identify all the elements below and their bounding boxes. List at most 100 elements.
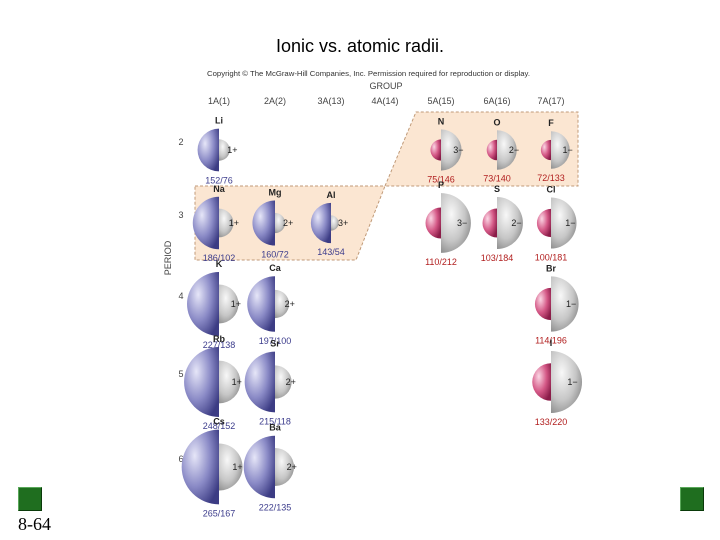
element-cells: Li1+152/76N3−75/146O2−73/140F1−72/133Na1…: [181, 116, 583, 518]
group-header: 4A(14): [371, 96, 398, 106]
atom-half: [247, 276, 275, 332]
atom-half: [430, 139, 441, 161]
element-symbol: Li: [215, 116, 223, 126]
element-ca: Ca2+197/100: [247, 263, 295, 346]
ion-charge: 1+: [232, 462, 242, 472]
element-f: F1−72/133: [537, 118, 573, 183]
highlight-band: [194, 111, 579, 261]
ion-half: [275, 447, 295, 487]
group-label: GROUP: [369, 81, 402, 91]
element-symbol: Sr: [270, 339, 280, 349]
ion-charge: 2−: [509, 145, 519, 155]
element-symbol: S: [494, 184, 500, 194]
radii-label: 72/133: [537, 173, 565, 183]
element-symbol: K: [216, 259, 223, 269]
period-number: 3: [178, 210, 183, 220]
atom-half: [486, 139, 497, 161]
ion-charge: 1+: [232, 377, 242, 387]
ion-charge: 2+: [285, 299, 295, 309]
ion-half: [497, 197, 523, 249]
element-ba: Ba2+222/135: [243, 423, 297, 512]
ion-half: [219, 208, 234, 238]
atom-half: [425, 207, 441, 239]
ion-half: [551, 197, 577, 249]
ion-charge: 1−: [567, 377, 577, 387]
element-symbol: Rb: [213, 334, 225, 344]
ion-half: [551, 276, 579, 332]
slide-title: Ionic vs. atomic radii.: [275, 36, 445, 56]
radii-label: 152/76: [205, 175, 233, 185]
next-slide-button[interactable]: [680, 487, 704, 511]
group-header: 7A(17): [537, 96, 564, 106]
ion-charge: 3−: [457, 218, 467, 228]
period-label: PERIOD: [163, 240, 173, 275]
element-symbol: Ba: [269, 423, 281, 433]
element-br: Br1−114/196: [534, 263, 579, 346]
radii-label: 143/54: [317, 247, 345, 257]
ion-charge: 1−: [565, 218, 575, 228]
atom-half: [534, 287, 551, 321]
radii-label: 265/167: [203, 508, 236, 518]
radii-label: 222/135: [259, 502, 292, 512]
group-header: 5A(15): [427, 96, 454, 106]
ion-half: [275, 365, 292, 399]
atom-half: [187, 271, 219, 337]
element-cs: Cs1+265/167: [181, 417, 243, 518]
element-symbol: Al: [327, 190, 336, 200]
atom-half: [184, 347, 219, 417]
slide-number: 8-64: [18, 514, 51, 534]
group-header: 3A(13): [317, 96, 344, 106]
atom-half: [243, 435, 275, 499]
element-symbol: O: [493, 117, 500, 127]
ion-charge: 2−: [511, 218, 521, 228]
radii-label: 73/140: [483, 174, 511, 184]
group-header: 6A(16): [483, 96, 510, 106]
element-n: N3−75/146: [427, 116, 463, 184]
element-rb: Rb1+248/152: [184, 334, 242, 431]
element-li: Li1+152/76: [197, 116, 238, 185]
group-header: 1A(1): [208, 96, 230, 106]
radii-label: 103/184: [481, 253, 514, 263]
atom-half: [252, 200, 275, 246]
element-mg: Mg2+160/72: [252, 187, 293, 260]
radii-label: 75/146: [427, 175, 455, 185]
radii-label: 133/220: [535, 417, 568, 427]
atom-half: [482, 208, 497, 238]
element-cl: Cl 1− 100/181: [535, 184, 577, 263]
copyright-notice: Copyright © The McGraw-Hill Companies, I…: [207, 70, 530, 78]
atom-half: [192, 196, 219, 250]
radii-label: 197/100: [259, 336, 292, 346]
element-symbol: Mg: [269, 187, 282, 197]
period-number: 2: [178, 137, 183, 147]
ion-half: [441, 129, 462, 171]
ion-charge: 3+: [338, 218, 348, 228]
element-o: O 2− 73/140: [483, 117, 519, 183]
atom-half: [244, 351, 275, 413]
ion-half: [497, 130, 517, 170]
element-k: K1+227/138: [187, 259, 241, 350]
ion-charge: 1−: [563, 145, 573, 155]
ion-half: [219, 360, 241, 404]
ion-charge: 1+: [229, 218, 239, 228]
element-na: Na1+186/102: [192, 184, 239, 263]
ion-half: [551, 350, 583, 414]
element-symbol: Cl: [547, 184, 556, 194]
ion-half: [551, 131, 570, 169]
period-number: 6: [178, 454, 183, 464]
ion-half: [219, 284, 239, 324]
group-header: 2A(2): [264, 96, 286, 106]
atom-half: [181, 429, 219, 505]
element-sr: Sr2+215/118: [244, 339, 296, 426]
radii-label: 100/181: [535, 253, 568, 263]
ion-half: [441, 193, 471, 253]
element-p: P3−110/212: [425, 180, 471, 267]
ion-half: [275, 212, 286, 234]
previous-slide-button[interactable]: [18, 487, 42, 511]
element-i: I1−133/220: [532, 338, 583, 427]
radii-label: 186/102: [203, 253, 236, 263]
atom-half: [310, 202, 331, 244]
atom-half: [197, 128, 219, 172]
ion-half: [275, 289, 290, 319]
